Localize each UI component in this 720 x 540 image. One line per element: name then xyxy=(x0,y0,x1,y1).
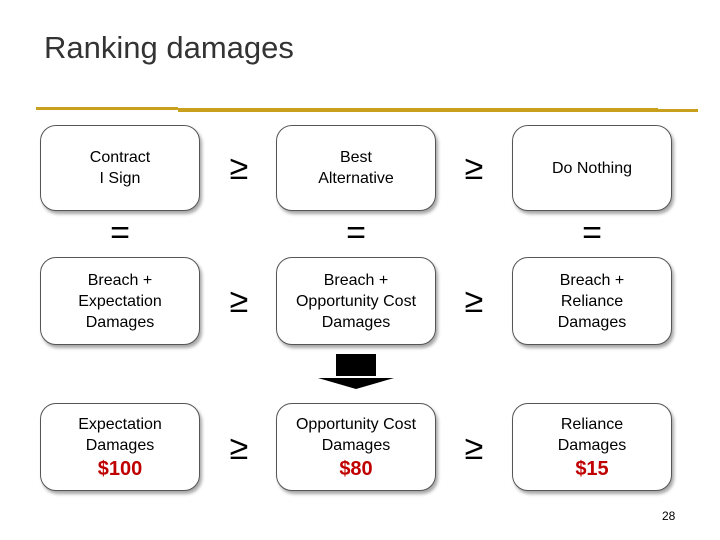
box-breach-expectation-damages: Breach + Expectation Damages xyxy=(40,257,200,345)
box-best-alternative: Best Alternative xyxy=(276,125,436,211)
box-label: Breach + Reliance Damages xyxy=(557,271,627,331)
damage-amount: $15 xyxy=(575,458,609,480)
box-label: Do Nothing xyxy=(551,159,633,177)
damage-amount: $80 xyxy=(339,458,373,480)
box-label: Opportunity Cost Damages xyxy=(295,416,417,454)
greater-equal-symbol: ≥ xyxy=(464,429,484,467)
box-expectation-damages: Expectation Damages $100 xyxy=(40,403,200,491)
title-underline-left xyxy=(36,107,178,110)
box-label: Best Alternative xyxy=(318,149,394,187)
box-label: Contract I Sign xyxy=(89,149,151,187)
down-arrow-icon xyxy=(318,354,394,389)
box-opportunity-cost-damages: Opportunity Cost Damages $80 xyxy=(276,403,436,491)
greater-equal-symbol: ≥ xyxy=(229,149,249,187)
slide-title: Ranking damages xyxy=(44,30,294,65)
title-underline-right xyxy=(658,109,698,112)
box-do-nothing: Do Nothing xyxy=(512,125,672,211)
page-number: 28 xyxy=(662,509,676,523)
box-label: Breach + Opportunity Cost Damages xyxy=(295,271,417,331)
box-label: Expectation Damages xyxy=(78,416,162,454)
greater-equal-symbol: ≥ xyxy=(464,149,484,187)
box-reliance-damages: Reliance Damages $15 xyxy=(512,403,672,491)
box-breach-opportunity-cost-damages: Breach + Opportunity Cost Damages xyxy=(276,257,436,345)
box-breach-reliance-damages: Breach + Reliance Damages xyxy=(512,257,672,345)
greater-equal-symbol: ≥ xyxy=(229,429,249,467)
box-label: Reliance Damages xyxy=(557,416,627,454)
equals-symbol: = xyxy=(110,214,130,252)
equals-symbol: = xyxy=(346,214,366,252)
damage-amount: $100 xyxy=(97,458,143,480)
greater-equal-symbol: ≥ xyxy=(464,282,484,320)
title-underline xyxy=(178,108,658,112)
equals-symbol: = xyxy=(582,214,602,252)
box-contract-i-sign: Contract I Sign xyxy=(40,125,200,211)
box-label: Breach + Expectation Damages xyxy=(78,271,162,331)
greater-equal-symbol: ≥ xyxy=(229,282,249,320)
